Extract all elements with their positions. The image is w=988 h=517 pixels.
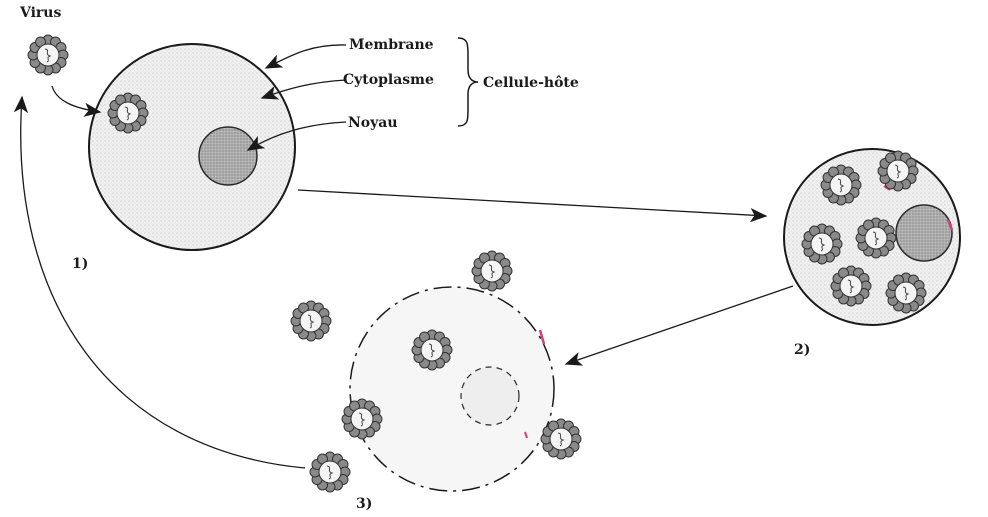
virus-icon [291,301,331,341]
cytoplasme-label: Cytoplasme [343,72,434,88]
host-cell-1 [89,44,295,250]
virus-icon [28,35,68,75]
host-cell-2 [784,149,960,325]
virus-icon [310,452,350,492]
noyau-label: Noyau [348,115,398,131]
arrow-membrane-label [266,45,346,68]
cellule-hote-label: Cellule-hôte [483,75,579,91]
arrow-cell2-to-cell3 [566,286,793,364]
step-3-label: 3) [356,496,372,512]
cell-nucleus [896,205,952,261]
arrow-virus-to-cell [52,86,100,112]
cell-membrane [89,44,295,250]
arrow-cell1-to-cell2 [298,190,766,216]
virus-label: Virus [19,5,61,21]
degraded-nucleus [461,367,519,425]
host-cell-3 [342,287,554,491]
step-1-label: 1) [72,256,88,272]
cell-nucleus [199,127,257,185]
virus-icon [472,251,512,291]
step-2-label: 2) [794,342,810,358]
membrane-label: Membrane [349,37,434,53]
cellule-hote-brace [458,38,478,126]
ruptured-membrane [350,287,554,491]
